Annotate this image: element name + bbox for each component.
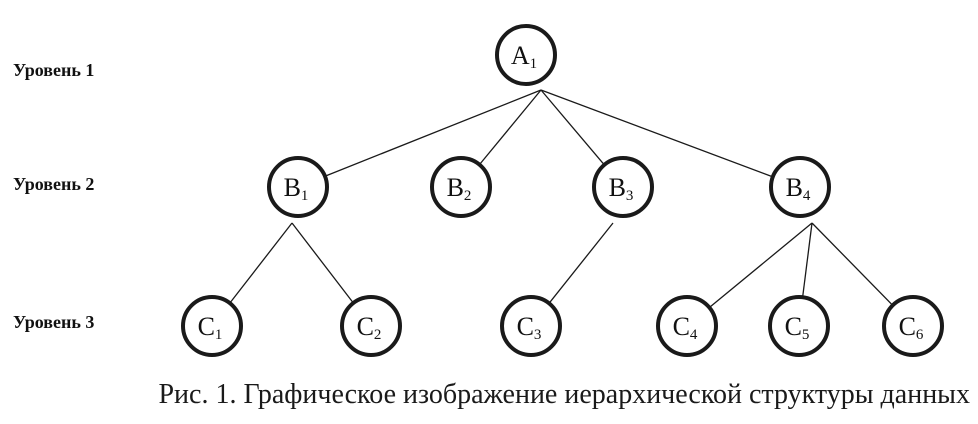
edge-a1-b2 <box>478 89 542 166</box>
node-circle <box>430 156 492 218</box>
node-circle <box>768 295 830 357</box>
node-circle <box>882 295 944 357</box>
node-letter: A <box>511 41 530 70</box>
node-c2: C2 <box>340 295 402 357</box>
level-label-1: Уровень 1 <box>13 60 94 80</box>
node-b2: B2 <box>430 156 492 218</box>
node-index: 4 <box>690 327 698 343</box>
node-index: 3 <box>534 327 542 343</box>
edge-b4-c6 <box>811 222 894 306</box>
figure-caption: Рис. 1. Графическое изображение иерархич… <box>158 379 970 410</box>
node-label: B1 <box>284 173 309 204</box>
node-c3: C3 <box>500 295 562 357</box>
node-letter: C <box>899 312 916 341</box>
node-label: C2 <box>357 312 382 343</box>
node-index: 2 <box>464 188 472 204</box>
node-letter: C <box>357 312 374 341</box>
node-c1: C1 <box>181 295 243 357</box>
node-label: B4 <box>786 173 811 204</box>
node-label: C1 <box>198 312 223 343</box>
node-letter: B <box>786 173 803 202</box>
node-index: 1 <box>530 56 538 72</box>
node-a1: A1 <box>495 24 557 86</box>
node-circle <box>500 295 562 357</box>
edge-b1-c2 <box>291 222 354 304</box>
node-letter: B <box>284 173 301 202</box>
node-c4: C4 <box>656 295 718 357</box>
node-index: 2 <box>374 327 382 343</box>
edge-b1-c1 <box>229 222 293 304</box>
node-label: C4 <box>673 312 698 343</box>
edge-b4-c4 <box>708 222 813 309</box>
edge-b4-c5 <box>801 222 813 298</box>
node-index: 6 <box>916 327 924 343</box>
node-circle <box>592 156 654 218</box>
node-b4: B4 <box>769 156 831 218</box>
node-b3: B3 <box>592 156 654 218</box>
node-letter: C <box>785 312 802 341</box>
node-circle <box>340 295 402 357</box>
node-label: C5 <box>785 312 810 343</box>
level-label-2: Уровень 2 <box>13 174 94 194</box>
node-label: C3 <box>517 312 542 343</box>
level-labels: Уровень 1 Уровень 2 Уровень 3 <box>13 60 94 332</box>
node-letter: B <box>609 173 626 202</box>
node-circle <box>656 295 718 357</box>
node-circle <box>769 156 831 218</box>
node-circle <box>267 156 329 218</box>
node-letter: C <box>198 312 215 341</box>
node-index: 1 <box>301 188 309 204</box>
node-index: 3 <box>626 188 634 204</box>
edge-a1-b4 <box>540 89 774 178</box>
node-index: 1 <box>215 327 223 343</box>
edge-a1-b3 <box>540 89 605 166</box>
edges-layer <box>229 89 894 309</box>
node-label: A1 <box>511 41 537 72</box>
edge-a1-b1 <box>324 89 542 177</box>
node-label: B3 <box>609 173 634 204</box>
node-index: 5 <box>802 327 810 343</box>
edge-b3-c3 <box>548 222 614 304</box>
node-index: 4 <box>803 188 811 204</box>
node-label: C6 <box>899 312 924 343</box>
node-label: B2 <box>447 173 472 204</box>
node-letter: C <box>673 312 690 341</box>
node-letter: B <box>447 173 464 202</box>
node-b1: B1 <box>267 156 329 218</box>
node-circle <box>181 295 243 357</box>
node-c5: C5 <box>768 295 830 357</box>
node-circle <box>495 24 557 86</box>
node-letter: C <box>517 312 534 341</box>
node-c6: C6 <box>882 295 944 357</box>
level-label-3: Уровень 3 <box>13 312 94 332</box>
